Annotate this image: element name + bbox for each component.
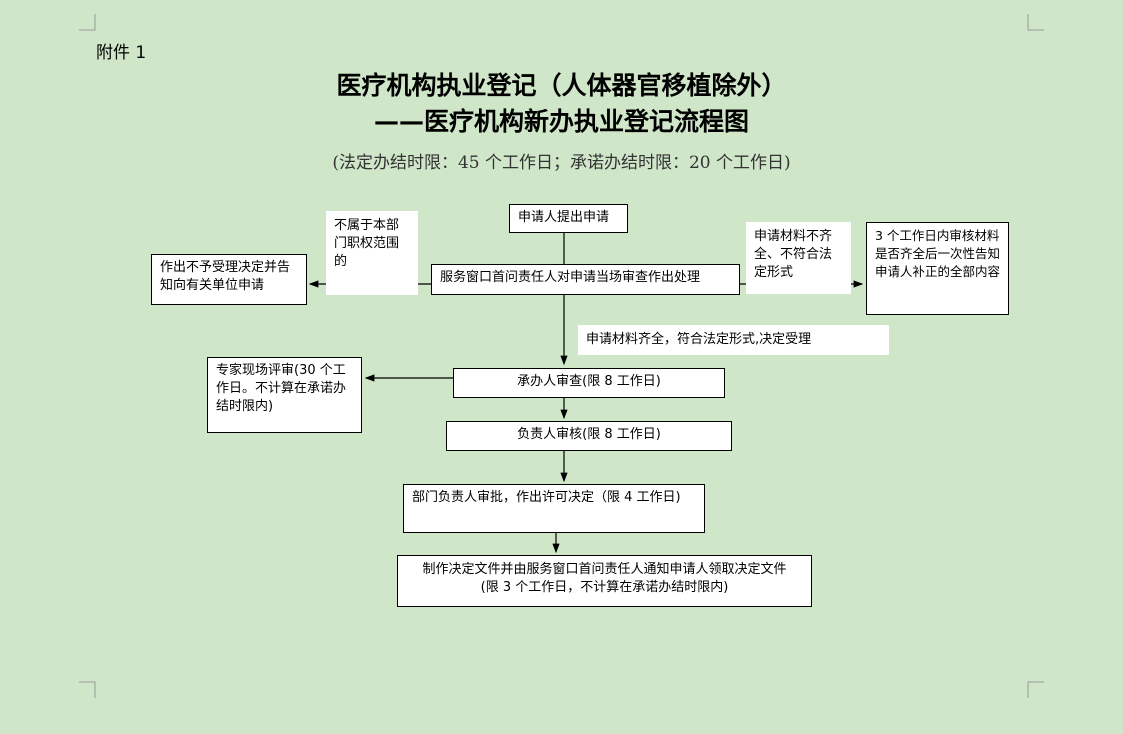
accept-label: 申请材料齐全，符合法定形式,决定受理 <box>578 325 889 355</box>
not-in-scope-label: 不属于本部门职权范围的 <box>326 211 418 295</box>
step-supplement: 3 个工作日内审核材料是否齐全后一次性告知申请人补正的全部内容 <box>866 222 1009 315</box>
issue-line1: 制作决定文件并由服务窗口首问责任人通知申请人领取决定文件 <box>422 562 787 577</box>
attachment-label: 附件 1 <box>96 43 147 63</box>
title-line2: ——医疗机构新办执业登记流程图 <box>373 107 749 136</box>
step-handler-review: 承办人审查(限 8 工作日) <box>453 368 725 398</box>
title-line1: 医疗机构执业登记（人体器官移植除外） <box>336 71 787 100</box>
incomplete-label: 申请材料不齐全、不符合法定形式 <box>746 222 851 294</box>
step-dept-approval: 部门负责人审批，作出许可决定（限 4 工作日) <box>403 484 705 533</box>
step-chief-review: 负责人审核(限 8 工作日) <box>446 421 732 451</box>
step-reject: 作出不予受理决定并告知向有关单位申请 <box>151 254 307 305</box>
page-corner-marks <box>79 14 1044 698</box>
subtitle: (法定办结时限：45 个工作日；承诺办结时限：20 个工作日) <box>332 153 791 173</box>
step-expert-review: 专家现场评审(30 个工作日。不计算在承诺办结时限内) <box>207 357 362 433</box>
step-window-review: 服务窗口首问责任人对申请当场审查作出处理 <box>431 264 740 295</box>
step-apply: 申请人提出申请 <box>509 204 628 233</box>
step-issue-decision: 制作决定文件并由服务窗口首问责任人通知申请人领取决定文件 (限 3 个工作日，不… <box>397 555 812 607</box>
issue-line2: (限 3 个工作日，不计算在承诺办结时限内) <box>480 580 729 595</box>
